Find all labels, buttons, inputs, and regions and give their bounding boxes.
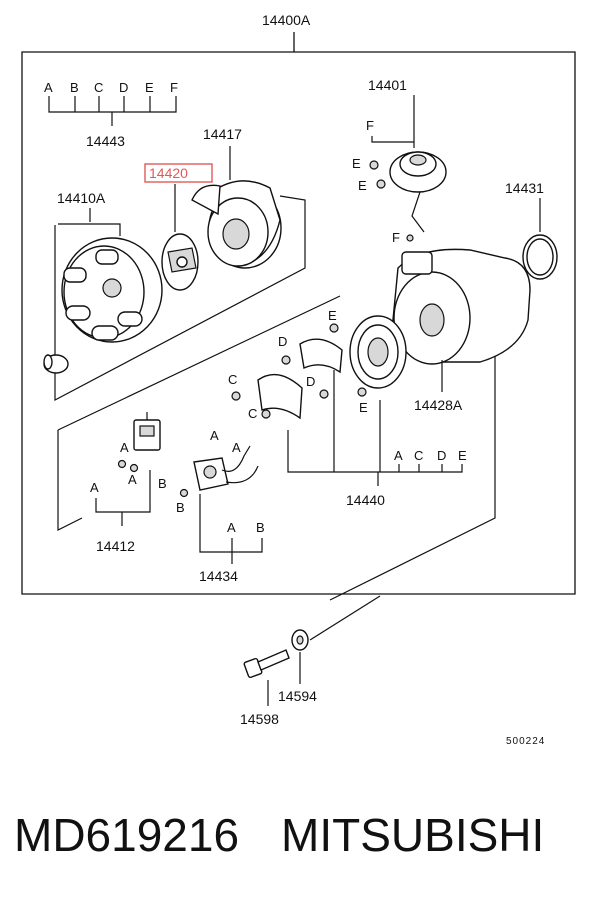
label-14440: 14440 (346, 492, 385, 508)
part-housing (391, 248, 531, 365)
letter-C-2: C (248, 406, 257, 421)
label-14598: 14598 (240, 711, 279, 727)
callout-14443: A B C D E F 14443 (44, 80, 178, 149)
part-14420-rotor (161, 233, 199, 291)
part-14594-washer (291, 629, 309, 651)
screw-icon (281, 355, 291, 365)
letter-D-14440: D (437, 448, 446, 463)
brand-name: MITSUBISHI (281, 809, 545, 861)
letter-A-14412: A (90, 480, 99, 495)
letter-C-14440: C (414, 448, 423, 463)
letter-E-vac1: E (352, 156, 361, 171)
callout-14440: A C D E 14440 (287, 370, 467, 508)
part-14412-igniter (133, 412, 161, 451)
label-14443: 14443 (86, 133, 125, 149)
screw-icon (357, 387, 367, 397)
letter-B: B (70, 80, 79, 95)
clip-icon (406, 234, 414, 242)
part-14410A-cap (61, 237, 163, 343)
letter-E-ring2: E (359, 400, 368, 415)
screw-icon (179, 488, 189, 498)
part-footer: MD619216 MITSUBISHI (14, 808, 594, 872)
label-14428A: 14428A (414, 397, 463, 413)
label-14412: 14412 (96, 538, 135, 554)
label-14410A: 14410A (57, 190, 106, 206)
part-14598-bolt (243, 649, 290, 679)
leader-washer (309, 595, 381, 641)
plate-outline-lower (57, 430, 83, 531)
plate-edge (57, 295, 341, 431)
letter-D: D (119, 80, 128, 95)
letter-C: C (94, 80, 103, 95)
letter-B-har1: B (158, 476, 167, 491)
screw-icon (231, 391, 241, 401)
letter-A-14434: A (227, 520, 236, 535)
diagram-ref-code: 500224 (506, 736, 545, 747)
part-14417-cap (191, 180, 282, 269)
label-14431: 14431 (505, 180, 544, 196)
letter-E-14440: E (458, 448, 467, 463)
screw-icon (369, 160, 379, 170)
letter-E-vac2: E (358, 178, 367, 193)
letter-B-har2: B (176, 500, 185, 515)
letter-A: A (44, 80, 53, 95)
letter-A-ign1: A (120, 440, 129, 455)
part-number: MD619216 (14, 809, 240, 861)
screw-icon (117, 459, 127, 469)
letter-A-ign2: A (128, 472, 137, 487)
part-signal-ring (349, 315, 407, 389)
screw-icon (376, 179, 386, 189)
letter-A-har2: A (232, 440, 241, 455)
screw-icon (261, 409, 271, 419)
part-pickup-bracket-lower (257, 373, 303, 420)
letter-E: E (145, 80, 154, 95)
letter-F-clip: F (392, 230, 400, 245)
screw-icon (329, 323, 339, 333)
part-14434-harness (193, 445, 259, 491)
label-14400A: 14400A (262, 12, 311, 28)
letter-F-14401: F (366, 118, 374, 133)
label-14434: 14434 (199, 568, 238, 584)
part-14401-vacuum-unit (389, 151, 447, 233)
part-cap-seal (43, 354, 69, 374)
letter-D-1: D (278, 334, 287, 349)
letter-D-2: D (306, 374, 315, 389)
letter-B-14434: B (256, 520, 265, 535)
label-14417: 14417 (203, 126, 242, 142)
leader-housing-bolt (329, 330, 496, 601)
letter-E-ring1: E (328, 308, 337, 323)
part-14431-oring (522, 234, 558, 280)
letter-A-14440: A (394, 448, 403, 463)
screw-icon (319, 389, 329, 399)
plate-outline-upper (54, 195, 306, 401)
assembly-frame (21, 32, 576, 595)
part-pickup-bracket-upper (299, 338, 343, 374)
highlight-box-14420 (144, 163, 213, 183)
letter-C-1: C (228, 372, 237, 387)
letter-F: F (170, 80, 178, 95)
callout-14434: A B 14434 (199, 494, 265, 584)
screw-icon (129, 463, 139, 473)
label-14420: 14420 (149, 165, 188, 181)
letter-A-har1: A (210, 428, 219, 443)
label-14401: 14401 (368, 77, 407, 93)
label-14594: 14594 (278, 688, 317, 704)
